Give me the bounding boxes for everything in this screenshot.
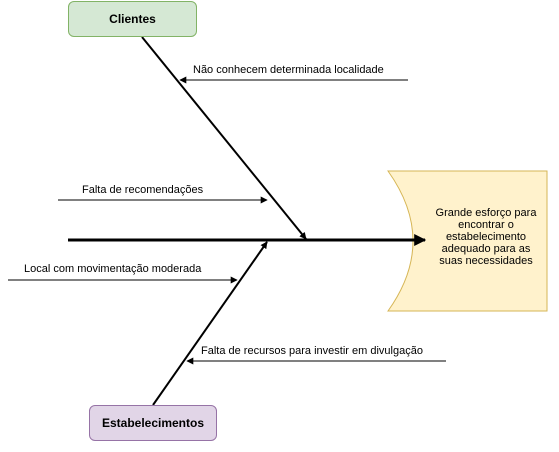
category-clientes-label: Clientes <box>109 12 156 26</box>
cause-label-3: Falta de recursos para investir em divul… <box>201 345 423 357</box>
category-clientes: Clientes <box>68 1 197 37</box>
category-estabelecimentos: Estabelecimentos <box>89 405 217 441</box>
effect-shape <box>387 170 548 312</box>
effect-text: Grande esforço para encontrar o estabele… <box>435 207 537 267</box>
bottom-bone-line <box>152 241 268 406</box>
category-estabelecimentos-label: Estabelecimentos <box>101 416 205 430</box>
cause-label-0: Não conhecem determinada localidade <box>193 64 384 76</box>
cause-label-2: Local com movimentação moderada <box>24 263 202 275</box>
top-bone-line <box>141 36 307 240</box>
cause-label-1: Falta de recomendações <box>82 184 204 196</box>
